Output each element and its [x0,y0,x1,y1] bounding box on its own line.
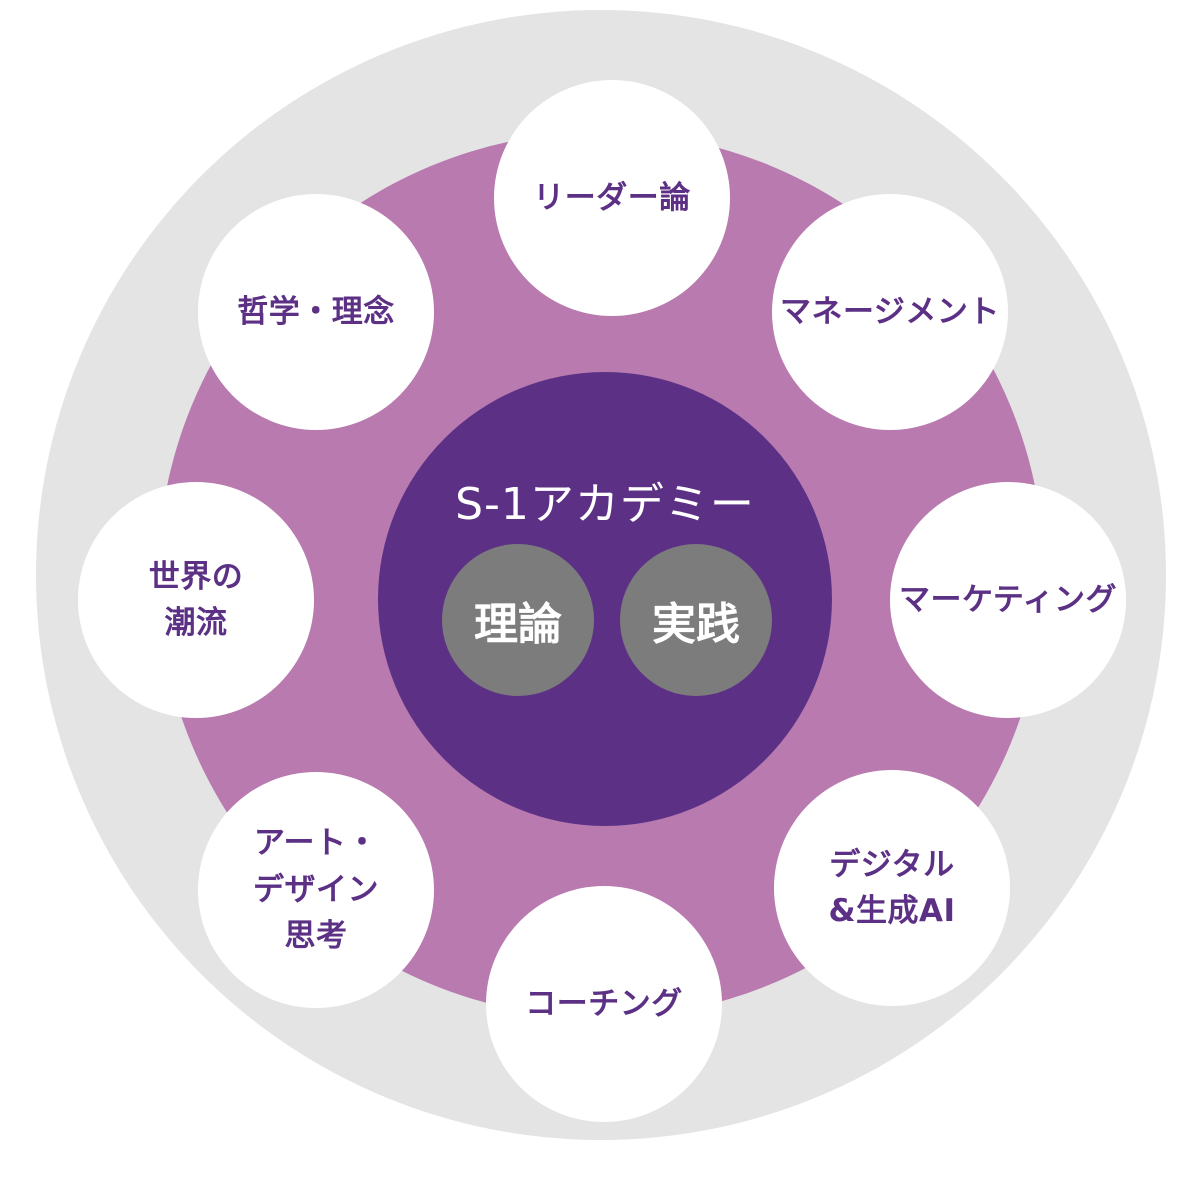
topic-label: コーチング [525,985,683,1022]
topic-label: マーケティング [898,581,1118,618]
topic-world-trends: 世界の 潮流 [78,482,314,718]
topic-label: デジタル &生成AI [828,846,956,930]
topic-leadership: リーダー論 [494,80,730,316]
topic-digital-ai: デジタル &生成AI [774,770,1010,1006]
topic-marketing: マーケティング [890,482,1126,718]
pillar-theory: 理論 [442,544,594,696]
topic-label: 哲学・理念 [237,293,395,330]
topic-coaching: コーチング [486,886,722,1122]
topic-art-design-thinking: アート・ デザイン 思考 [198,772,434,1008]
pillar-practice: 実践 [620,544,772,696]
topic-management: マネージメント [772,194,1008,430]
topic-label: アート・ デザイン 思考 [253,825,379,955]
topic-label: リーダー論 [533,179,691,216]
topic-label: マネージメント [780,293,1000,330]
academy-title: S-1アカデミー [455,479,755,530]
topic-philosophy: 哲学・理念 [198,194,434,430]
topic-label: 世界の 潮流 [148,558,244,642]
